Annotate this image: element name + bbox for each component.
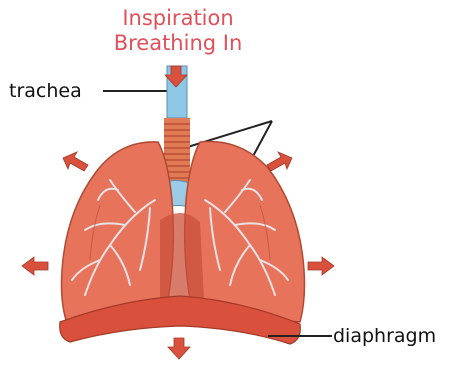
heart-area [160, 213, 204, 306]
up-left-arrow-icon [63, 152, 88, 171]
down-arrow-bottom-icon [168, 338, 190, 359]
left-lung [62, 142, 174, 320]
left-arrow-icon [22, 257, 48, 275]
up-right-arrow-icon [267, 152, 292, 171]
right-arrow-icon [308, 257, 334, 275]
